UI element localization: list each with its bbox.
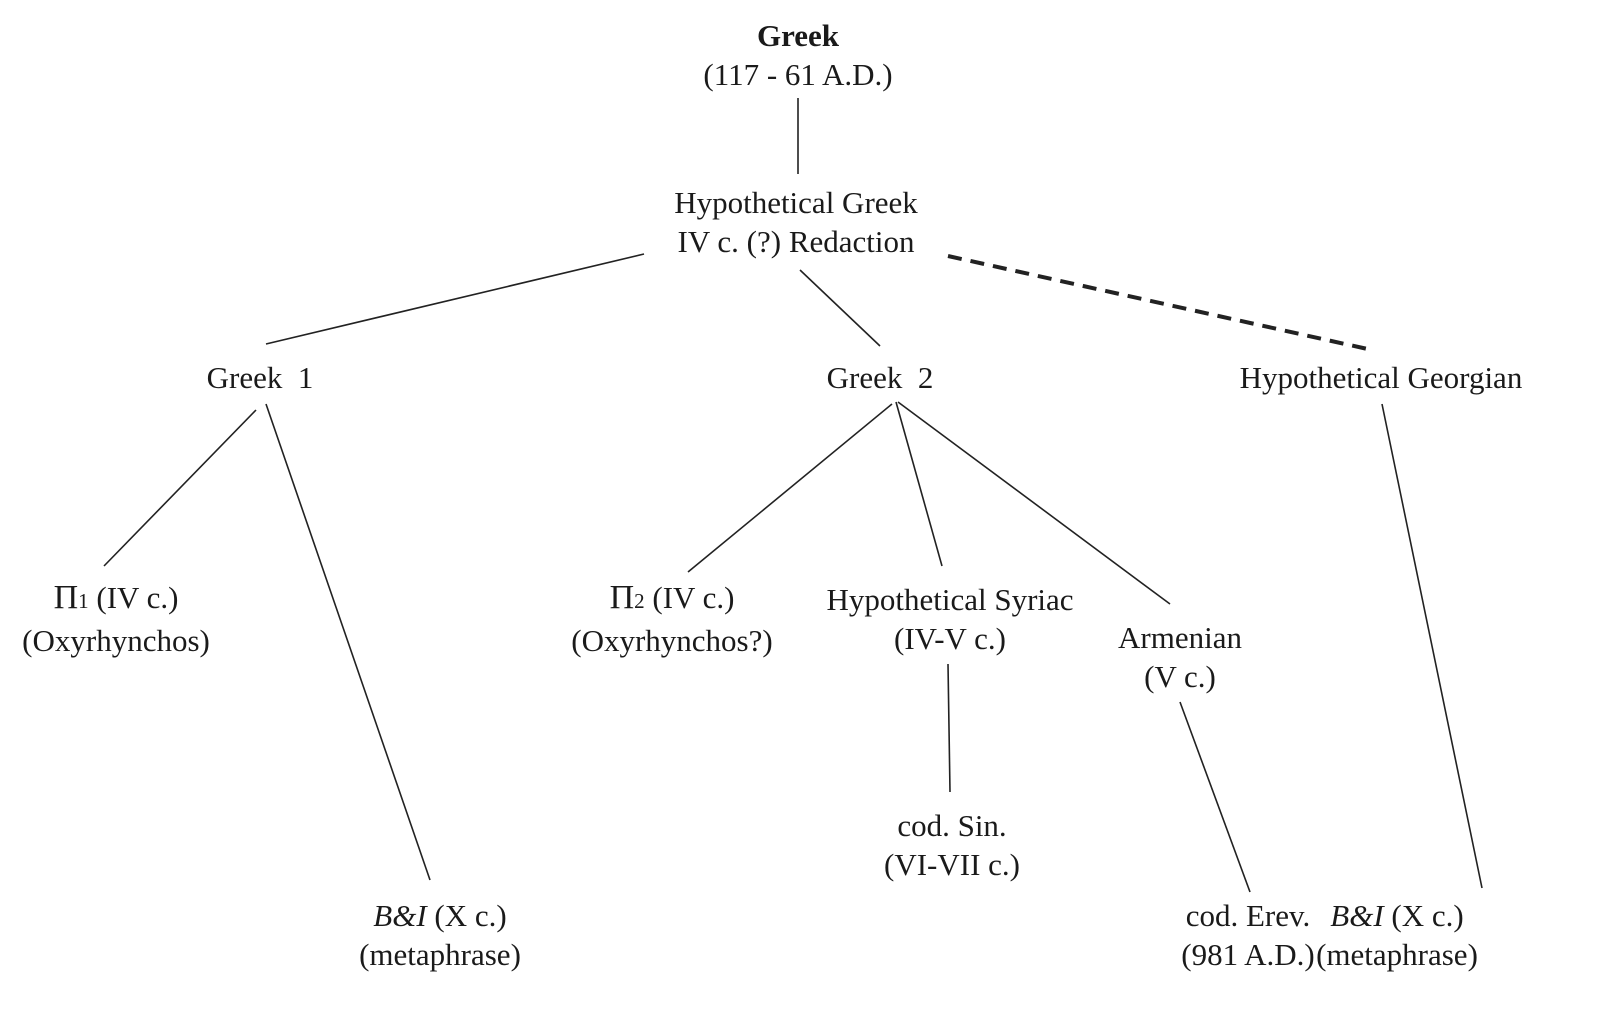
node-greek-2-label: Greek 2 <box>826 360 934 395</box>
node-bi-left: B&I (X c.) (metaphrase) <box>250 896 630 974</box>
node-pi-1-place: (Oxyrhynchos) <box>22 623 210 658</box>
node-greek-original-title: Greek <box>756 18 840 53</box>
node-bi-right-title: B&I (X c.) <box>1207 896 1587 935</box>
node-hypothetical-georgian-label: Hypothetical Georgian <box>1239 360 1523 395</box>
node-redaction-date: IV c. (?) Redaction <box>677 224 915 259</box>
edge-redaction-georgian-dashed <box>947 254 1373 352</box>
edge-greek1-pi1 <box>103 409 257 567</box>
edge-georgian-bi-right <box>1381 403 1483 889</box>
node-pi-2-title: Π2 (IV c.) <box>482 578 862 621</box>
node-bi-left-note: (metaphrase) <box>359 937 521 972</box>
node-greek-2: Greek 2 <box>690 358 1070 397</box>
node-cod-sin-title: cod. Sin. <box>897 808 1007 843</box>
node-greek-1: Greek 1 <box>70 358 450 397</box>
node-armenian: Armenian (V c.) <box>990 618 1370 696</box>
node-pi-1-title: Π1 (IV c.) <box>0 578 306 621</box>
node-redaction-title: Hypothetical Greek <box>674 185 918 220</box>
pi-2-subscript: 2 <box>634 589 645 613</box>
node-greek-original: Greek (117 - 61 A.D.) <box>608 16 988 94</box>
node-armenian-date: (V c.) <box>1144 659 1216 694</box>
node-greek-1-label: Greek 1 <box>206 360 314 395</box>
pi-1-date: (IV c.) <box>88 580 179 615</box>
pi-1-symbol: Π <box>53 579 79 616</box>
pi-2-date: (IV c.) <box>644 580 735 615</box>
node-hypothetical-syriac-title: Hypothetical Syriac <box>826 582 1074 617</box>
edge-greek2-syriac <box>895 401 943 567</box>
node-hypothetical-syriac: Hypothetical Syriac (IV-V c.) <box>760 580 1140 658</box>
node-cod-sin: cod. Sin. (VI-VII c.) <box>762 806 1142 884</box>
node-bi-right: B&I (X c.) (metaphrase) <box>1207 896 1587 974</box>
edge-armenian-coderev <box>1179 701 1251 893</box>
edge-redaction-greek1 <box>265 253 645 345</box>
node-cod-sin-date: (VI-VII c.) <box>884 847 1020 882</box>
node-cod-erev-title: cod. Erev. <box>1185 898 1311 933</box>
edge-redaction-greek2 <box>799 269 881 347</box>
bi-right-date: (X c.) <box>1383 898 1464 933</box>
node-cod-erev-date: (981 A.D.) <box>1181 937 1315 972</box>
node-hypothetical-syriac-date: (IV-V c.) <box>894 621 1006 656</box>
node-bi-right-note: (metaphrase) <box>1316 937 1478 972</box>
node-armenian-title: Armenian <box>1118 620 1242 655</box>
bi-left-italic: B&I <box>373 898 427 933</box>
node-pi-1: Π1 (IV c.) (Oxyrhynchos) <box>0 578 306 660</box>
node-greek-original-date: (117 - 61 A.D.) <box>703 57 893 92</box>
pi-2-symbol: Π <box>609 579 635 616</box>
node-hypothetical-georgian: Hypothetical Georgian <box>1191 358 1571 397</box>
pi-1-subscript: 1 <box>78 589 89 613</box>
bi-left-date: (X c.) <box>426 898 507 933</box>
node-pi-2-place: (Oxyrhynchos?) <box>571 623 773 658</box>
edge-greek2-armenian <box>897 401 1171 605</box>
bi-right-italic: B&I <box>1330 898 1384 933</box>
edge-greek1-bi-left <box>265 403 431 881</box>
edge-greek2-pi2 <box>687 403 893 573</box>
node-bi-left-title: B&I (X c.) <box>250 896 630 935</box>
node-cod-erev: cod. Erev. (981 A.D.) <box>1058 896 1438 974</box>
edge-syriac-codsin <box>947 663 951 793</box>
node-pi-2: Π2 (IV c.) (Oxyrhynchos?) <box>482 578 862 660</box>
node-hypothetical-greek-redaction: Hypothetical Greek IV c. (?) Redaction <box>606 183 986 261</box>
